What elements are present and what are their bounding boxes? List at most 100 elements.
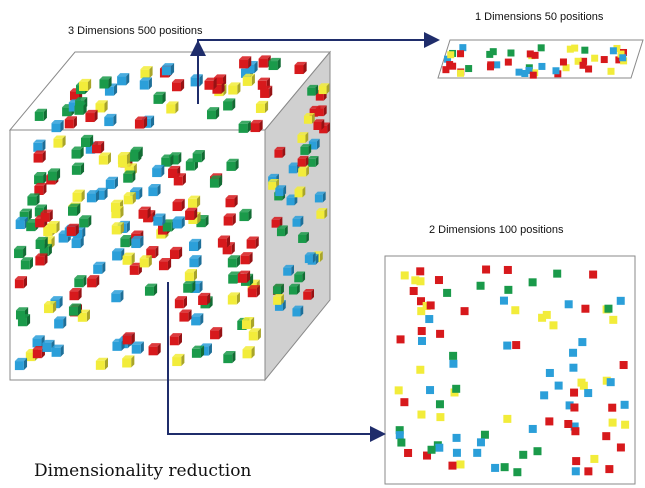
strip-square — [538, 62, 546, 70]
panel-square — [460, 307, 469, 316]
cube-block — [69, 288, 82, 301]
panel-square — [449, 359, 458, 368]
panel-square — [571, 427, 580, 436]
cube-block — [54, 316, 67, 329]
strip-square — [537, 44, 545, 52]
strip-square — [486, 50, 494, 58]
strip-square — [529, 71, 537, 79]
cube-block — [239, 56, 252, 69]
cube-block — [95, 357, 108, 370]
cube-block — [307, 84, 319, 96]
panel-square — [616, 443, 625, 452]
panel-square — [604, 304, 613, 313]
panel-square — [528, 278, 537, 287]
panel-square — [416, 365, 425, 374]
panel-square — [503, 265, 512, 274]
cube-block — [74, 102, 87, 115]
cube-block — [210, 327, 223, 340]
panel-square — [542, 310, 551, 319]
panel-square — [619, 361, 628, 370]
panel-square — [476, 438, 485, 447]
cube-block — [79, 215, 92, 228]
strip-square — [615, 56, 623, 64]
cube-block — [288, 283, 300, 295]
cube-block — [191, 313, 204, 326]
panel-square — [473, 448, 482, 457]
strip-1d-blocks — [442, 44, 628, 79]
panel-square — [499, 296, 508, 305]
cube-block — [184, 268, 198, 282]
cube-block — [35, 253, 48, 266]
cube-block — [80, 134, 94, 148]
cube-block — [111, 222, 124, 235]
cube-block — [185, 207, 198, 220]
panel-square — [452, 384, 461, 393]
cube-block — [74, 275, 87, 288]
panel-square — [491, 463, 500, 472]
cube-block — [92, 141, 105, 154]
cube-block — [14, 276, 28, 289]
panel-square — [400, 271, 409, 280]
cube-block — [158, 258, 172, 271]
panel-square — [426, 386, 435, 395]
cube-block — [20, 257, 33, 270]
cube-block — [71, 146, 84, 159]
cube-block — [146, 245, 159, 259]
panel-square — [476, 281, 485, 290]
panel-square — [589, 270, 598, 279]
cube-block — [169, 246, 183, 260]
panel-square — [423, 451, 432, 460]
cube-block — [304, 252, 316, 264]
cube-block — [283, 264, 294, 276]
cube-block — [190, 74, 203, 87]
strip-square — [447, 51, 455, 59]
strip-square — [489, 48, 497, 56]
cube-block — [250, 119, 263, 133]
panel-2d-frame — [384, 255, 636, 485]
panel-square — [417, 327, 426, 336]
panel-square — [605, 465, 614, 474]
panel-square — [581, 304, 590, 313]
cube-block — [313, 119, 325, 131]
cube-block — [240, 252, 253, 265]
cube-block — [85, 109, 98, 123]
caption: Dimensionality reduction — [34, 461, 251, 481]
cube-block — [122, 332, 135, 345]
cube-block — [93, 261, 106, 274]
cube-block — [191, 345, 205, 358]
strip-square — [607, 67, 615, 75]
cube-block — [217, 235, 231, 248]
cube-block — [275, 185, 287, 197]
panel-square — [417, 336, 426, 345]
panel-square — [602, 432, 611, 441]
cube-block — [166, 101, 179, 114]
cube-block — [315, 105, 327, 117]
cube-block — [223, 350, 236, 364]
panel-square — [513, 468, 522, 477]
strip-square — [449, 62, 457, 70]
panel-square — [417, 307, 426, 316]
cube-block — [34, 172, 47, 185]
cube-block — [174, 296, 188, 309]
cube-block — [241, 316, 255, 330]
cube-block — [307, 156, 319, 167]
cube-block — [51, 120, 64, 133]
cube-block — [44, 300, 57, 314]
strip-square — [504, 58, 512, 66]
cube-block — [273, 294, 284, 305]
cube-block — [271, 216, 283, 228]
strip-square — [457, 69, 465, 77]
cube-block — [172, 353, 185, 367]
cube-block — [122, 355, 135, 368]
panel-square — [569, 363, 578, 372]
cube-block — [64, 116, 77, 129]
cube-block — [53, 135, 66, 148]
strip-square — [531, 51, 539, 59]
panel-square — [570, 403, 579, 412]
cube-block — [239, 208, 252, 222]
panel-square — [620, 400, 629, 409]
cube-block — [19, 208, 32, 221]
cube-block — [120, 235, 133, 248]
cube-block — [111, 290, 124, 303]
label-2d: 2 Dimensions 100 positions — [429, 224, 564, 236]
